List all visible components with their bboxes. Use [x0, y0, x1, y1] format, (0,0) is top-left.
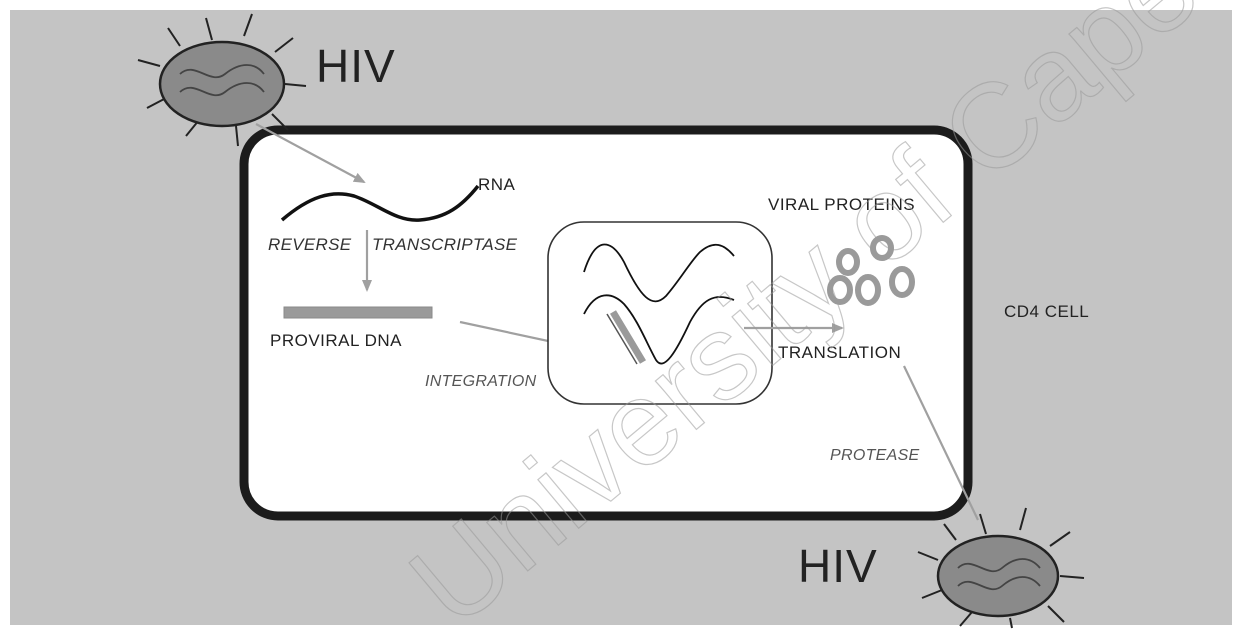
cd4-cell-label: CD4 CELL [1004, 302, 1089, 321]
hiv-label-bottom: HIV [798, 540, 878, 592]
reverse-label: REVERSE [268, 235, 352, 254]
proviral-dna-bar [284, 307, 432, 318]
protease-label: PROTEASE [830, 447, 920, 464]
rna-label: RNA [478, 175, 516, 194]
hiv-label-top: HIV [316, 40, 396, 92]
integration-label: INTEGRATION [425, 373, 537, 390]
proviral-dna-label: PROVIRAL DNA [270, 331, 402, 350]
transcriptase-label: TRANSCRIPTASE [372, 235, 518, 254]
